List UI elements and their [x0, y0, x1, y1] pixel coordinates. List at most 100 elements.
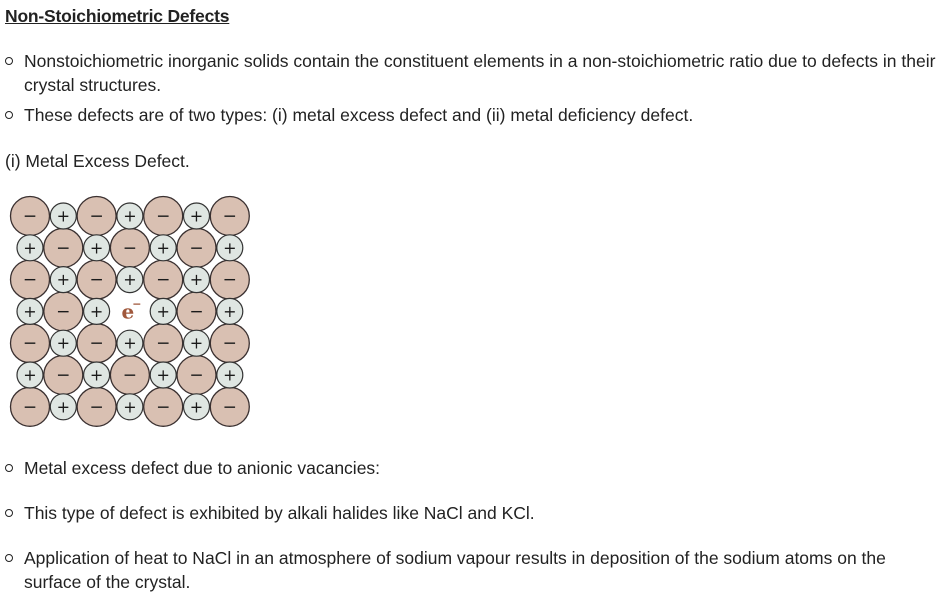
anion: − [76, 323, 117, 364]
anion-sign: − [23, 207, 37, 227]
cation: + [216, 361, 244, 389]
anion: − [143, 386, 184, 427]
anion-sign: − [23, 270, 37, 290]
cation: + [82, 361, 111, 389]
cation: + [149, 361, 177, 389]
intro-bullet-1: Nonstoichiometric inorganic solids conta… [0, 49, 936, 97]
cation: + [182, 265, 211, 294]
cation-sign: + [23, 366, 36, 385]
anion: − [9, 259, 51, 300]
anion: − [143, 259, 184, 300]
metal-excess-defect-diagram: −−−−−−−−−−−−−−−−−−−−−−−−++++++++++++++++… [9, 195, 250, 427]
section-label: (i) Metal Excess Defect. [5, 151, 190, 171]
anion-sign: − [123, 238, 137, 258]
cation-sign: + [223, 366, 236, 385]
cation-sign: + [156, 238, 169, 257]
anion-sign: − [156, 207, 170, 227]
cation: + [116, 393, 144, 421]
anion: − [109, 227, 151, 268]
cation: + [216, 234, 244, 262]
cation-sign: + [190, 397, 203, 416]
detail-bullet-3: Application of heat to NaCl in an atmosp… [0, 546, 936, 594]
anion-sign: − [156, 334, 170, 354]
cation: + [49, 393, 77, 421]
cation: + [116, 202, 144, 230]
anion-sign: − [89, 334, 103, 354]
anion: − [176, 291, 217, 332]
cation-sign: + [90, 238, 103, 257]
cation-sign: + [57, 334, 70, 353]
detail-bullet-1: Metal excess defect due to anionic vacan… [0, 456, 936, 480]
detail-bullet-2: This type of defect is exhibited by alka… [0, 501, 936, 525]
cation-sign: + [123, 397, 136, 416]
cation-sign: + [57, 397, 70, 416]
cation: + [49, 329, 77, 357]
cation: + [16, 361, 44, 389]
anion: − [43, 291, 84, 332]
cation-sign: + [23, 238, 36, 257]
cation: + [182, 393, 211, 421]
anion-sign: − [223, 397, 237, 417]
anion-sign: − [223, 207, 237, 227]
anion: − [9, 323, 51, 364]
anion-sign: − [23, 397, 37, 417]
cation: + [149, 297, 177, 326]
anion-sign: − [23, 334, 37, 354]
anion: − [76, 259, 117, 300]
anion-sign: − [123, 366, 137, 386]
anion: − [209, 259, 250, 300]
cation-sign: + [223, 302, 236, 321]
electron-charge: − [132, 297, 141, 310]
anion-sign: − [189, 302, 203, 322]
cation-sign: + [156, 366, 169, 385]
anion-sign: − [156, 270, 170, 290]
cation: + [16, 297, 44, 326]
detail-list: Metal excess defect due to anionic vacan… [0, 456, 936, 594]
cation-sign: + [57, 270, 70, 289]
page-title: Non-Stoichiometric Defects [5, 6, 230, 26]
anion-sign: − [189, 238, 203, 258]
anion-sign: − [56, 302, 70, 322]
cation-sign: + [57, 207, 70, 226]
cation: + [149, 234, 177, 262]
anion-sign: − [223, 334, 237, 354]
anion: − [209, 386, 250, 427]
cation-sign: + [190, 270, 203, 289]
anion: − [209, 195, 250, 237]
cation-sign: + [190, 207, 203, 226]
cation: + [82, 234, 111, 262]
anion: − [176, 354, 217, 396]
cation: + [182, 202, 211, 230]
cation: + [49, 265, 77, 294]
cation: + [182, 329, 211, 357]
anion-sign: − [223, 270, 237, 290]
cation: + [49, 202, 77, 230]
anion-sign: − [89, 207, 103, 227]
cation-sign: + [90, 302, 103, 321]
cation: + [116, 265, 144, 294]
cation: + [216, 297, 244, 326]
cation-sign: + [23, 302, 36, 321]
anion-sign: − [89, 397, 103, 417]
cation-sign: + [190, 334, 203, 353]
intro-bullet-2: These defects are of two types: (i) meta… [0, 103, 936, 127]
anion: − [43, 354, 84, 396]
cation: + [82, 297, 111, 326]
anion: − [176, 227, 217, 268]
anion-sign: − [56, 238, 70, 258]
cation-sign: + [90, 366, 103, 385]
anion: − [143, 195, 184, 237]
cation: + [16, 234, 44, 262]
anion: − [76, 195, 117, 237]
anion-sign: − [156, 397, 170, 417]
anion: − [9, 386, 51, 427]
electron-label: e [122, 299, 135, 323]
cation: + [116, 329, 144, 357]
anion: − [9, 195, 51, 237]
anion: − [76, 386, 117, 427]
cation-sign: + [123, 207, 136, 226]
intro-list: Nonstoichiometric inorganic solids conta… [0, 49, 936, 127]
anion: − [209, 323, 250, 364]
anion-sign: − [189, 366, 203, 386]
anion: − [109, 354, 151, 396]
